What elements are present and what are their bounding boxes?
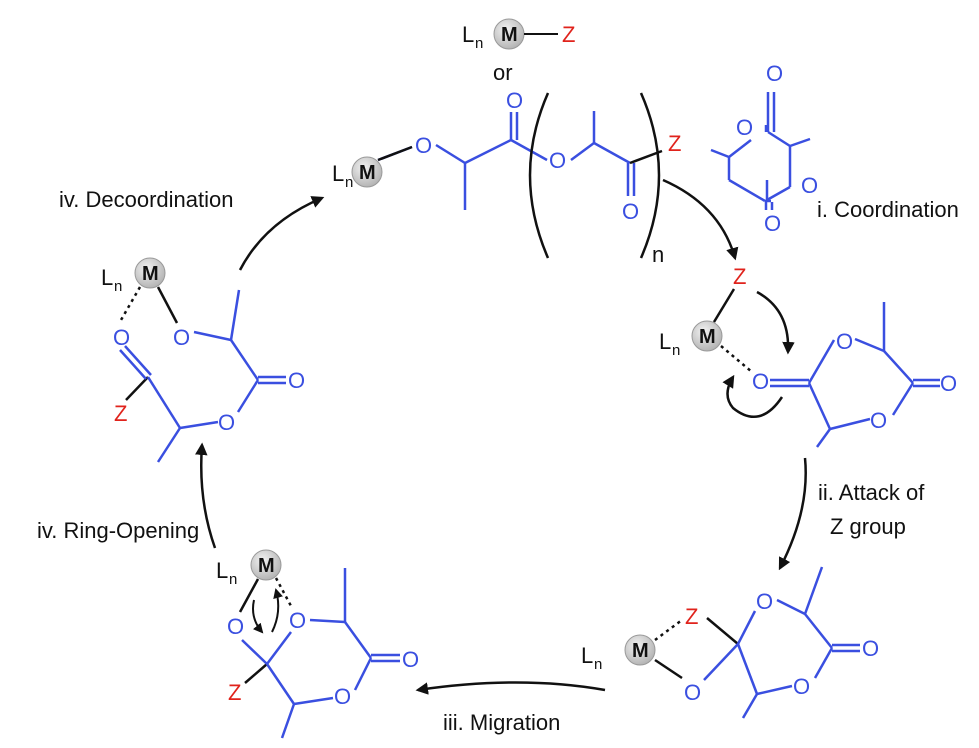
ligand-subscript: n [672, 342, 680, 359]
coordination-dash [654, 618, 683, 642]
ligand-label: L [581, 643, 593, 668]
repeat-n-label: n [652, 242, 664, 267]
electron-push-arrow [722, 374, 784, 418]
polymer-text: L n M O O O O Z n [332, 88, 681, 267]
oxygen-atom: O [684, 680, 701, 705]
metal-circle [624, 634, 656, 666]
electron-push-arrow [756, 290, 795, 355]
cycle-arrow [778, 457, 807, 571]
migration-intermediate: L n M O O Z O O [216, 549, 419, 739]
step-coordination-label: i. Coordination [817, 197, 959, 222]
oxygen-atom: O [334, 684, 351, 709]
metal-label: M [632, 640, 649, 662]
oxygen-atom: O [288, 368, 305, 393]
oxygen-atom: O [752, 369, 769, 394]
metal-circle [250, 549, 282, 581]
ligand-subscript: n [114, 278, 122, 295]
ligand-label: L [462, 22, 474, 47]
z-label: Z [685, 604, 698, 629]
metal-circle [351, 156, 383, 188]
oxygen-atom: O [862, 636, 879, 661]
metal-circle [134, 257, 166, 289]
step-attack-label-line2: Z group [830, 514, 906, 539]
ligand-subscript: n [345, 174, 353, 191]
lactide-monomer-text: O O O O [736, 61, 818, 236]
step-migration-label: iii. Migration [443, 710, 560, 735]
cycle-arrow [415, 681, 606, 695]
oxygen-atom: O [415, 133, 432, 158]
cycle-arrow [238, 196, 325, 271]
oxygen-atom: O [736, 115, 753, 140]
oxygen-atom: O [940, 371, 957, 396]
ligand-subscript: n [229, 571, 237, 588]
ligand-label: L [332, 161, 344, 186]
metal-label: M [258, 555, 275, 577]
ligand-subscript: n [594, 656, 602, 673]
left-parenthesis [528, 92, 550, 259]
oxygen-atom: O [218, 410, 235, 435]
z-label: Z [668, 131, 681, 156]
z-label: Z [114, 401, 127, 426]
electron-push-arrow [252, 599, 264, 634]
step-ring-opening-label: iv. Ring-Opening [37, 518, 199, 543]
ligand-subscript: n [475, 35, 483, 52]
oxygen-atom: O [113, 325, 130, 350]
tetrahedral-intermediate: L n M Z O O O O [581, 566, 879, 719]
cycle-arrow [195, 442, 217, 549]
oxygen-atom: O [836, 329, 853, 354]
oxygen-atom: O [756, 589, 773, 614]
ligand-label: L [101, 265, 113, 290]
oxygen-atom: O [870, 408, 887, 433]
oxygen-atom: O [506, 88, 523, 113]
oxygen-atom: O [402, 647, 419, 672]
oxygen-atom: O [289, 608, 306, 633]
oxygen-atom: O [801, 173, 818, 198]
oxygen-atom: O [766, 61, 783, 86]
step-decoordination-label: iv. Decoordination [59, 187, 233, 212]
step-attack-label-line1: ii. Attack of [818, 480, 925, 505]
right-parenthesis [639, 92, 661, 259]
oxygen-atom: O [622, 199, 639, 224]
oxygen-atom: O [549, 148, 566, 173]
polymer-chain [377, 111, 663, 210]
ligand-label: L [659, 329, 671, 354]
metal-label: M [359, 162, 376, 184]
oxygen-atom: O [227, 614, 244, 639]
oxygen-atom: O [173, 325, 190, 350]
z-c-bond [125, 376, 149, 401]
lactide-monomer [710, 92, 811, 210]
coordinated-complex: L n M Z O O O O [659, 264, 957, 448]
ligand-label: L [216, 558, 228, 583]
z-label: Z [562, 22, 575, 47]
coordination-dash [274, 577, 293, 607]
or-text: or [493, 60, 513, 85]
metal-label: M [501, 24, 518, 46]
cycle-arrow [662, 178, 739, 261]
initiator-lnmz: L n M Z [462, 18, 575, 52]
metal-label: M [142, 263, 159, 285]
z-label: Z [228, 680, 241, 705]
z-c-bond [706, 617, 739, 645]
coordination-dash [119, 286, 142, 321]
electron-push-arrow [271, 588, 283, 633]
metal-label: M [699, 326, 716, 348]
oxygen-atom: O [764, 211, 781, 236]
metal-o-bond [156, 286, 179, 324]
ring-opened-complex: L n M O O Z O O [101, 257, 305, 463]
coordination-dash [720, 345, 753, 373]
m-o-bond [377, 145, 413, 162]
metal-circle [691, 320, 723, 352]
metal-o-bond [654, 658, 683, 680]
metal-z-bond [712, 288, 736, 323]
metal-o-bond [238, 578, 260, 613]
z-c-bond [244, 663, 268, 684]
z-label: Z [733, 264, 746, 289]
oxygen-atom: O [793, 674, 810, 699]
